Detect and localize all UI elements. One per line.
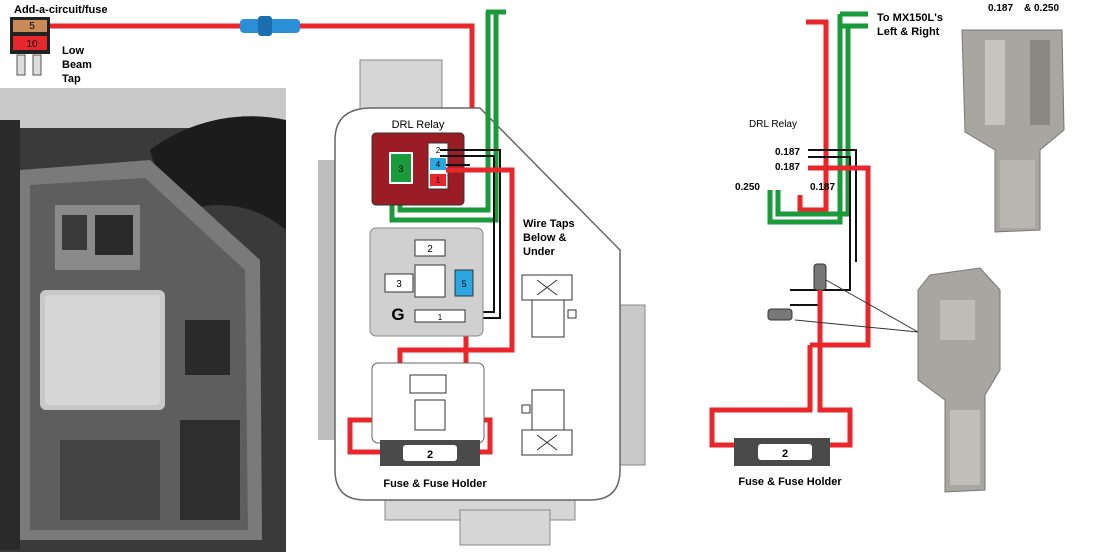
wire-taps-line2: Below & <box>523 232 566 244</box>
female-terminal-photo <box>961 29 1065 233</box>
low-beam-tap-line3: Tap <box>62 73 81 85</box>
low-beam-tap-line1: Low <box>62 45 84 57</box>
size-0187-a: 0.187 <box>775 147 800 158</box>
size-0187-c: 0.187 <box>810 182 835 193</box>
fuse-holder-label-right: Fuse & Fuse Holder <box>738 476 842 488</box>
male-terminal-photo <box>917 267 1001 493</box>
size-0250: 0.250 <box>735 182 760 193</box>
socket-5: 5 <box>461 279 466 289</box>
drl-relay-label-left: DRL Relay <box>392 119 445 131</box>
socket-1: 1 <box>438 313 443 322</box>
socket-3: 3 <box>396 279 402 290</box>
fuse-left-value: 2 <box>427 449 433 461</box>
relay-pin-4: 4 <box>436 160 441 169</box>
wire-taps-line3: Under <box>523 246 556 258</box>
wire-taps-line1: Wire Taps <box>523 218 575 230</box>
relay-pin-1: 1 <box>436 176 441 185</box>
terminal-size-0250: & 0.250 <box>1024 3 1059 14</box>
tap-connector-horizontal <box>767 308 793 321</box>
to-mx150l-line1: To MX150L's <box>877 12 943 24</box>
fuse-right-value: 2 <box>782 448 788 460</box>
terminal-size-0187: 0.187 <box>988 3 1013 14</box>
relay-pin-2: 2 <box>436 146 441 155</box>
fuse-box-photo <box>0 88 286 552</box>
add-a-circuit-label: Add-a-circuit/fuse <box>14 4 108 16</box>
tap-connector-vertical <box>813 263 827 291</box>
size-0187-b: 0.187 <box>775 162 800 173</box>
to-mx150l-line2: Left & Right <box>877 26 940 38</box>
socket-2: 2 <box>427 244 433 255</box>
low-beam-tap-line2: Beam <box>62 59 92 71</box>
ground-label: G <box>391 305 404 324</box>
drl-relay-label-right: DRL Relay <box>749 119 797 130</box>
fuse-holder-label-left: Fuse & Fuse Holder <box>383 478 487 490</box>
add-a-circuit-fuse <box>10 17 50 76</box>
fuse-bottom-value: 10 <box>26 39 38 50</box>
fuse-top-value: 5 <box>29 21 35 32</box>
relay-pin-3: 3 <box>398 164 403 174</box>
wire-tap-connector-icon <box>521 274 577 456</box>
